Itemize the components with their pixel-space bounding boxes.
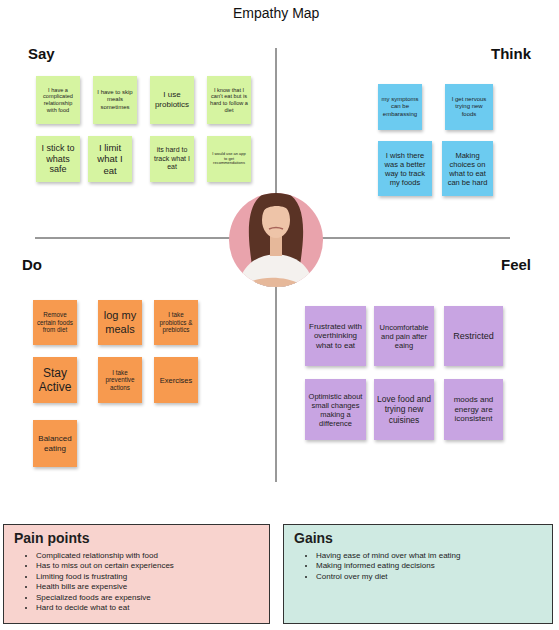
bullet-item: Health bills are expensive [36, 582, 259, 592]
sticky-text: Exercises [157, 376, 195, 385]
sticky-note: Balanced eating [33, 420, 77, 467]
sticky-text: its hard to track what I eat [153, 146, 191, 171]
sticky-text: I stick to whats safe [39, 143, 77, 175]
quadrant-label: Do [22, 256, 42, 273]
sticky-text: log my meals [101, 309, 139, 335]
sticky-note: Stay Active [33, 357, 77, 403]
sticky-note: I have a complicated relationship with f… [36, 76, 80, 124]
sticky-note: I take preventive actions [98, 357, 142, 403]
sticky-text: Frustrated with overthinking what to eat [308, 322, 363, 351]
bullet-item: Specialized foods are expensive [36, 593, 259, 603]
sticky-text: Stay Active [36, 366, 74, 395]
sticky-text: Balanced eating [36, 434, 74, 453]
sticky-note: Making choices on what to eat can be har… [442, 141, 493, 196]
sticky-text: Optimistic about small changes making a … [308, 392, 363, 428]
panel-heading: Pain points [14, 530, 259, 546]
diagram-title: Empathy Map [233, 5, 319, 21]
sticky-text: Making choices on what to eat can be har… [445, 151, 490, 187]
bullet-item: Making informed eating decisions [316, 561, 542, 571]
sticky-note: Frustrated with overthinking what to eat [305, 306, 366, 366]
sticky-note: I limit what I eat [88, 136, 132, 182]
sticky-text: I have to skip meals sometimes [96, 89, 134, 111]
quadrant-label: Feel [501, 256, 531, 273]
sticky-note: my symptoms can be embarassing [378, 84, 422, 130]
sticky-text: I limit what I eat [91, 142, 129, 176]
sticky-text: I wish there was a better way to track m… [381, 151, 429, 187]
sticky-text: Restricted [447, 331, 500, 342]
sticky-note: I know that I can't eat but is hard to f… [207, 76, 251, 124]
sticky-note: I have to skip meals sometimes [93, 76, 137, 124]
bullet-item: Has to miss out on certain experiences [36, 561, 259, 571]
bullet-item: Having ease of mind over what im eating [316, 551, 542, 561]
sticky-note: I get nervous trying new foods [445, 84, 493, 130]
pain-points-panel: Pain pointsComplicated relationship with… [3, 524, 270, 624]
sticky-text: I get nervous trying new foods [448, 96, 490, 118]
sticky-note: Exercises [154, 357, 198, 403]
sticky-note: moods and energy are iconsistent [444, 379, 503, 440]
quadrant-label: Say [28, 45, 55, 62]
bullet-list: Complicated relationship with foodHas to… [14, 551, 259, 613]
sticky-note: Optimistic about small changes making a … [305, 379, 366, 440]
sticky-text: Love food and trying new cuisines [377, 394, 431, 425]
bullet-item: Control over my diet [316, 572, 542, 582]
sticky-text: moods and energy are iconsistent [447, 395, 500, 424]
sticky-note: I wish there was a better way to track m… [378, 141, 432, 196]
sticky-text: Uncomfortable and pain after eaing [377, 323, 431, 350]
bullet-list: Having ease of mind over what im eatingM… [294, 551, 542, 582]
sticky-text: my symptoms can be embarassing [381, 96, 419, 118]
sticky-note: I take probiotics & prebiotics [154, 300, 198, 345]
sticky-text: I use probiotics [153, 90, 191, 109]
bullet-item: Complicated relationship with food [36, 551, 259, 561]
sticky-note: I would use an app to get recommendation… [207, 136, 251, 182]
sticky-note: Remove certain foods from diet [33, 300, 77, 345]
sticky-text: I take preventive actions [101, 369, 139, 392]
panel-heading: Gains [294, 530, 542, 546]
sticky-note: Love food and trying new cuisines [374, 379, 434, 440]
sticky-text: I have a complicated relationship with f… [39, 87, 77, 114]
sticky-text: I know that I can't eat but is hard to f… [210, 87, 248, 114]
sticky-note: its hard to track what I eat [150, 136, 194, 182]
quadrant-label: Think [491, 45, 531, 62]
sticky-note: Restricted [444, 306, 503, 366]
persona-illustration [229, 190, 323, 300]
bullet-item: Limiting food is frustrating [36, 572, 259, 582]
sticky-note: Uncomfortable and pain after eaing [374, 306, 434, 366]
sticky-text: I would use an app to get recommendation… [210, 152, 248, 166]
sticky-note: log my meals [98, 300, 142, 345]
sticky-note: I use probiotics [150, 76, 194, 124]
sticky-text: I take probiotics & prebiotics [157, 311, 195, 334]
sticky-text: Remove certain foods from diet [36, 311, 74, 334]
sticky-note: I stick to whats safe [36, 136, 80, 182]
gains-panel: GainsHaving ease of mind over what im ea… [283, 524, 553, 624]
bullet-item: Hard to decide what to eat [36, 603, 259, 613]
